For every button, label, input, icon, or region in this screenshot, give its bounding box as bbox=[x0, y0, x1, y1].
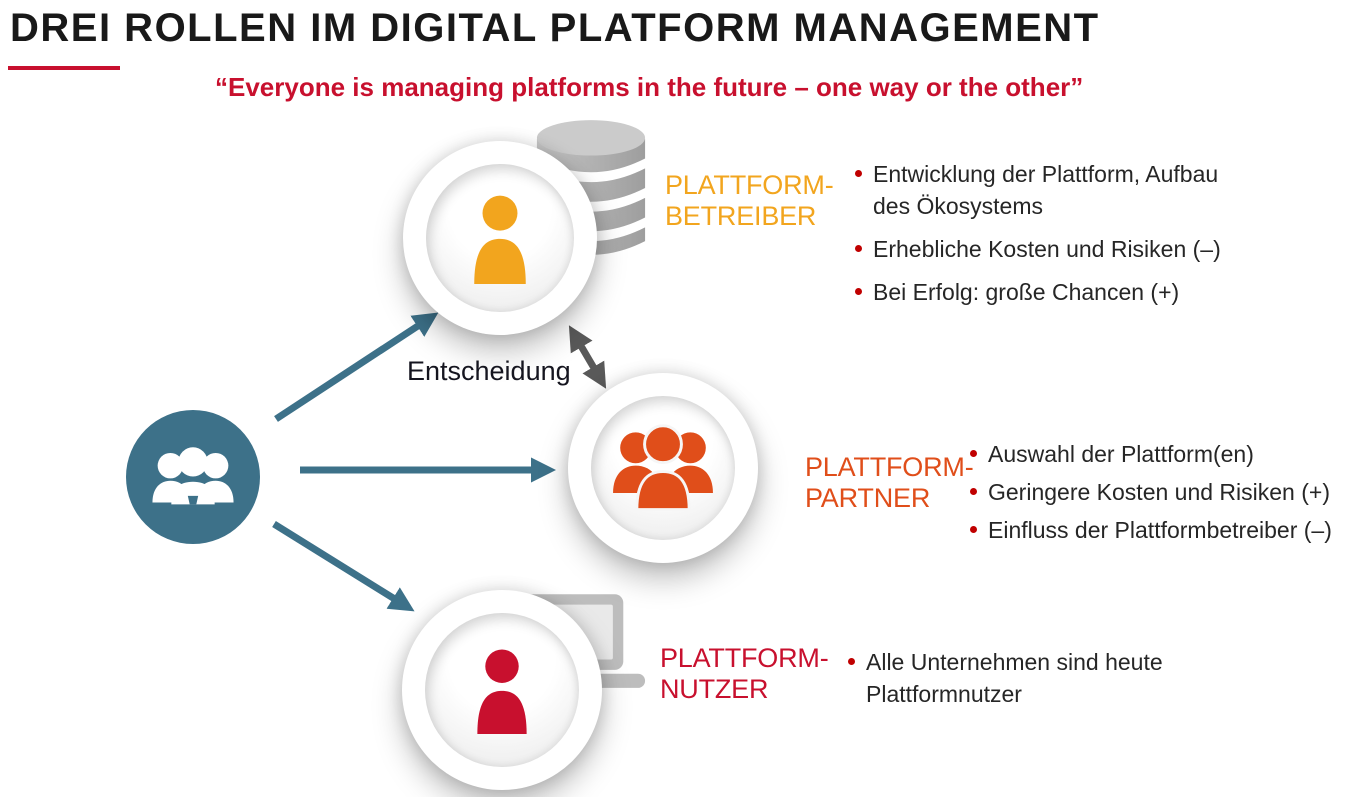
bullet-item: Alle Unternehmen sind heute Plattformnut… bbox=[848, 646, 1178, 710]
bullet-list-betreiber: Entwicklung der Plattform, Aufbau des Ök… bbox=[855, 158, 1240, 319]
role-label-line: PLATTFORM- bbox=[665, 170, 834, 200]
role-label-nutzer: PLATTFORM- NUTZER bbox=[660, 643, 829, 705]
double-arrow-betreiber-partner bbox=[568, 325, 607, 389]
role-node-partner-inner bbox=[591, 396, 735, 540]
bullet-text: Erhebliche Kosten und Risiken (–) bbox=[873, 236, 1221, 262]
page-title: DREI ROLLEN IM DIGITAL PLATFORM MANAGEME… bbox=[10, 6, 1100, 50]
bullet-dot bbox=[855, 245, 862, 252]
actor-circle bbox=[126, 410, 260, 544]
role-label-line: PLATTFORM- bbox=[805, 452, 974, 482]
bullet-text: Geringere Kosten und Risiken (+) bbox=[988, 479, 1330, 505]
role-node-nutzer-inner bbox=[425, 613, 579, 767]
bullet-text: Auswahl der Plattform(en) bbox=[988, 441, 1254, 467]
bullet-list-partner: Auswahl der Plattform(en) Geringere Kost… bbox=[970, 438, 1349, 552]
decision-label: Entscheidung bbox=[407, 356, 571, 386]
bullet-item: Erhebliche Kosten und Risiken (–) bbox=[855, 233, 1240, 265]
role-label-partner: PLATTFORM- PARTNER bbox=[805, 452, 974, 514]
arrow-to-betreiber bbox=[274, 312, 439, 422]
bullet-dot bbox=[848, 658, 855, 665]
bullet-dot bbox=[855, 170, 862, 177]
bullet-list-nutzer: Alle Unternehmen sind heute Plattformnut… bbox=[848, 646, 1178, 716]
title-underline-rule bbox=[8, 66, 120, 70]
role-node-partner bbox=[568, 373, 758, 563]
role-node-betreiber-inner bbox=[426, 164, 574, 312]
bullet-text: Einfluss der Plattformbetreiber (–) bbox=[988, 517, 1332, 543]
person-icon bbox=[477, 649, 527, 734]
bullet-dot bbox=[970, 526, 977, 533]
role-node-nutzer bbox=[402, 590, 602, 790]
bullet-item: Einfluss der Plattformbetreiber (–) bbox=[970, 514, 1349, 546]
bullet-text: Alle Unternehmen sind heute Plattformnut… bbox=[866, 649, 1163, 707]
bullet-dot bbox=[970, 488, 977, 495]
people-group-icon bbox=[613, 424, 713, 512]
arrow-to-nutzer bbox=[272, 521, 415, 612]
role-label-betreiber: PLATTFORM- BETREIBER bbox=[665, 170, 834, 232]
role-label-line: PARTNER bbox=[805, 483, 931, 513]
bullet-item: Entwicklung der Plattform, Aufbau des Ök… bbox=[855, 158, 1240, 222]
bullet-dot bbox=[970, 450, 977, 457]
role-label-line: BETREIBER bbox=[665, 201, 817, 231]
bullet-text: Entwicklung der Plattform, Aufbau des Ök… bbox=[873, 161, 1219, 219]
bullet-dot bbox=[855, 288, 862, 295]
quote-subtitle: “Everyone is managing platforms in the f… bbox=[215, 72, 1084, 102]
role-node-betreiber bbox=[403, 141, 597, 335]
bullet-item: Geringere Kosten und Risiken (+) bbox=[970, 476, 1349, 508]
role-label-line: PLATTFORM- bbox=[660, 643, 829, 673]
bullet-item: Bei Erfolg: große Chancen (+) bbox=[855, 276, 1240, 308]
people-group-icon bbox=[152, 447, 234, 505]
person-icon bbox=[474, 195, 526, 284]
bullet-item: Auswahl der Plattform(en) bbox=[970, 438, 1349, 470]
bullet-text: Bei Erfolg: große Chancen (+) bbox=[873, 279, 1180, 305]
role-label-line: NUTZER bbox=[660, 674, 769, 704]
